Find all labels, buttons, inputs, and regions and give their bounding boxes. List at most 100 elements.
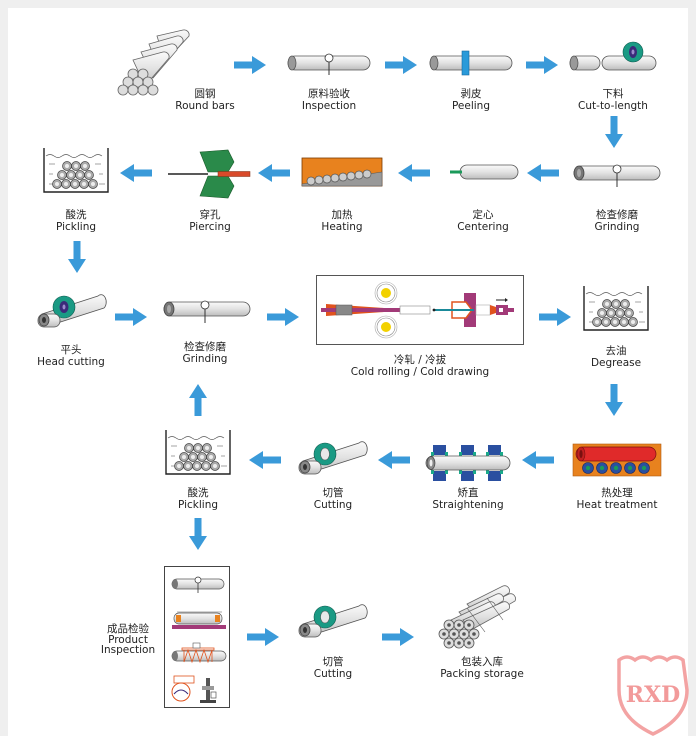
step-zh: 冷轧 / 冷拔 <box>393 354 447 366</box>
step-zh: 热处理 <box>601 487 633 499</box>
step-en: Straightening <box>432 499 504 511</box>
step-label-degrease: 去油 Degrease <box>571 345 661 369</box>
step-zh: 剥皮 <box>460 88 482 100</box>
flow-arrow-right <box>382 628 414 646</box>
step-en: Grinding <box>594 221 640 233</box>
step-en: Cutting <box>313 499 353 511</box>
step-en: Cut-to-length <box>578 100 648 112</box>
step-zh: 包装入库 <box>461 656 503 668</box>
inspection-tube-icon <box>287 53 371 75</box>
heat-treatment-icon <box>572 443 662 477</box>
step-en: Packing storage <box>440 668 524 680</box>
degrease-tank-icon <box>583 286 649 331</box>
step-label-grinding-1: 检查修磨 Grinding <box>572 209 662 233</box>
step-label-packing-storage: 包装入库 Packing storage <box>437 656 527 680</box>
step-zh: 圆钢 <box>194 88 216 100</box>
step-zh: 检查修磨 <box>596 209 638 221</box>
step-zh: 穿孔 <box>199 209 221 221</box>
cut-to-length-icon <box>569 41 657 71</box>
head-cutting-icon <box>37 294 107 328</box>
flow-arrow-down <box>68 241 86 273</box>
flow-arrow-right <box>526 56 558 74</box>
step-zh: 去油 <box>605 345 627 357</box>
product-inspection-icon <box>164 566 230 708</box>
logo-text: RXD <box>626 682 680 708</box>
step-label-centering: 定心 Centering <box>438 209 528 233</box>
step-label-heat-treatment: 热处理 Heat treatment <box>572 487 662 511</box>
step-en: Pickling <box>177 499 219 511</box>
step-zh: 酸洗 <box>187 487 209 499</box>
rxd-logo: RXD <box>617 655 689 736</box>
flow-arrow-left <box>398 164 430 182</box>
flow-arrow-left <box>249 451 281 469</box>
cutting-icon <box>298 441 368 475</box>
step-en: Heat treatment <box>576 499 658 511</box>
piercing-icon <box>168 149 251 199</box>
step-en: Piercing <box>189 221 231 233</box>
packing-storage-icon <box>438 585 516 649</box>
step-label-pickling-1: 酸洗 Pickling <box>31 209 121 233</box>
step-en: Product <box>108 633 148 646</box>
pickling-tank-icon <box>43 148 109 193</box>
flow-arrow-right <box>539 308 571 326</box>
step-en: Head cutting <box>37 356 105 368</box>
step-zh: 酸洗 <box>65 209 87 221</box>
step-label-product-inspection: 成品检验 Product Inspection <box>96 624 160 656</box>
step-zh: 定心 <box>472 209 494 221</box>
round-bars-icon <box>117 29 190 96</box>
step-label-grinding-2: 检查修磨 Grinding <box>160 341 250 365</box>
flow-arrow-left <box>522 451 554 469</box>
flow-arrow-left <box>258 164 290 182</box>
step-en: Inspection <box>100 644 156 656</box>
step-en: Inspection <box>301 100 357 112</box>
peeling-icon <box>429 50 513 76</box>
heating-furnace-icon <box>301 157 383 187</box>
flow-arrow-left <box>120 164 152 182</box>
step-label-inspection: 原料验收 Inspection <box>284 88 374 112</box>
grinding-tube-icon <box>573 164 661 187</box>
flow-arrow-down <box>605 384 623 416</box>
step-label-cutting-1: 切管 Cutting <box>288 487 378 511</box>
step-en: Grinding <box>182 353 228 365</box>
step-label-cutting-2: 切管 Cutting <box>288 656 378 680</box>
step-label-pickling-2: 酸洗 Pickling <box>153 487 243 511</box>
step-label-peeling: 剥皮 Peeling <box>426 88 516 112</box>
step-zh: 矫直 <box>457 487 479 499</box>
flow-arrow-right <box>115 308 147 326</box>
step-zh: 切管 <box>322 656 344 668</box>
flow-arrow-down <box>189 518 207 550</box>
step-en: Centering <box>457 221 509 233</box>
centering-icon <box>450 164 519 180</box>
step-en: Cutting <box>313 668 353 680</box>
step-label-round-bars: 圆钢 Round bars <box>160 88 250 112</box>
flow-arrow-left <box>527 164 559 182</box>
step-zh: 下料 <box>602 88 624 100</box>
step-en: Peeling <box>451 100 491 112</box>
step-label-head-cutting: 平头 Head cutting <box>26 344 116 368</box>
step-label-piercing: 穿孔 Piercing <box>165 209 255 233</box>
straightening-icon <box>425 445 511 481</box>
step-zh: 平头 <box>60 344 82 356</box>
step-zh: 原料验收 <box>308 88 350 100</box>
step-label-cold-rolling: 冷轧 / 冷拔 Cold rolling / Cold drawing <box>320 354 520 378</box>
step-zh: 检查修磨 <box>184 341 226 353</box>
step-zh: 切管 <box>322 487 344 499</box>
flow-arrow-right <box>385 56 417 74</box>
flow-arrow-up <box>189 384 207 416</box>
step-label-heating: 加热 Heating <box>297 209 387 233</box>
pickling-tank-icon <box>165 430 231 475</box>
flow-arrow-down <box>605 116 623 148</box>
step-en: Round bars <box>175 100 235 112</box>
flow-arrow-right <box>247 628 279 646</box>
cold-rolling-drawing-icon <box>316 275 524 345</box>
flow-arrow-right <box>267 308 299 326</box>
cutting-icon <box>298 604 368 638</box>
step-label-cut-to-length: 下料 Cut-to-length <box>568 88 658 112</box>
step-zh: 成品检验 <box>107 623 149 635</box>
flow-arrow-right <box>234 56 266 74</box>
grinding-tube-icon <box>163 300 251 323</box>
step-label-straightening: 矫直 Straightening <box>423 487 513 511</box>
step-en: Degrease <box>590 357 642 369</box>
step-zh: 加热 <box>331 209 353 221</box>
step-en: Heating <box>321 221 363 233</box>
